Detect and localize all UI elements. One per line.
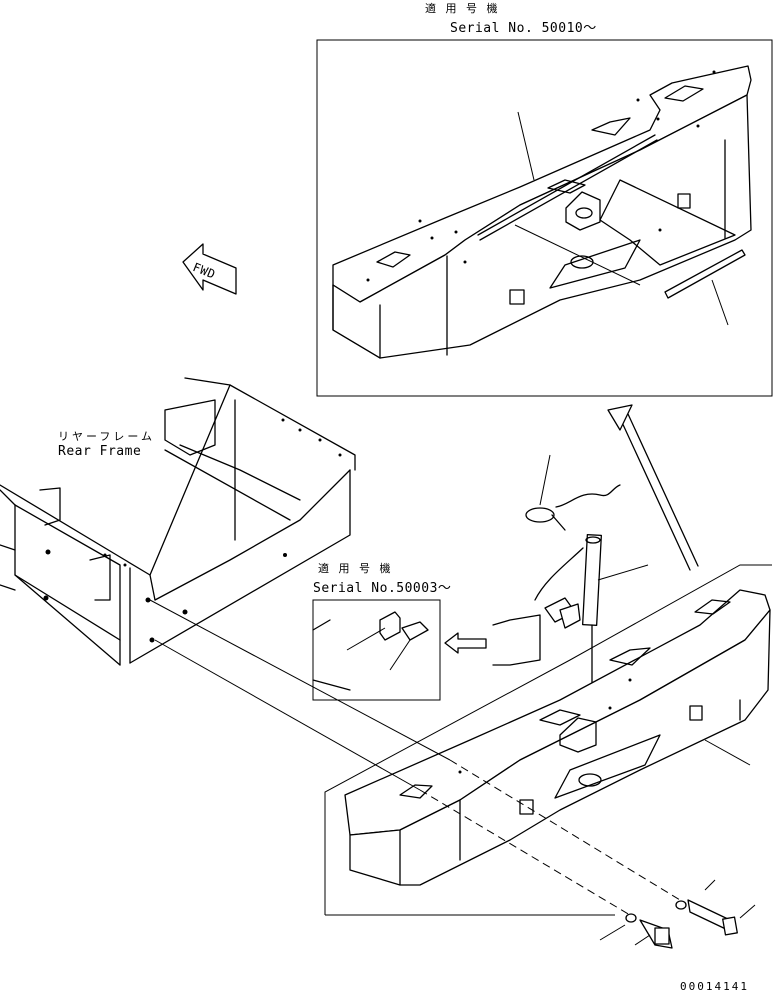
- alignment-line: [149, 599, 451, 761]
- upper-serial-label: Serial No. 50010～: [450, 21, 597, 36]
- fwd-arrow-icon: [182, 243, 237, 295]
- drawing-number: 00014141: [680, 980, 749, 993]
- hardware-bolts: [599, 879, 756, 949]
- middle-inset-box: [312, 599, 441, 701]
- rear-frame: [0, 377, 356, 666]
- middle-serial-label: Serial No.50003～: [313, 581, 452, 596]
- upper-applicability-label: 適 用 号 機: [425, 2, 501, 15]
- upper-inset-box: [316, 39, 773, 397]
- up-arrow-icon: [607, 404, 699, 571]
- upper-counterweight-front: [332, 94, 752, 359]
- middle-applicability-label: 適 用 号 機: [318, 562, 394, 575]
- left-arrow-icon: [444, 632, 487, 654]
- lower-counterweight: [324, 564, 772, 916]
- rear-frame-en-label: Rear Frame: [58, 444, 142, 459]
- rear-frame-jp-label: リヤーフレーム: [58, 430, 156, 443]
- bolt-detail: [492, 597, 581, 666]
